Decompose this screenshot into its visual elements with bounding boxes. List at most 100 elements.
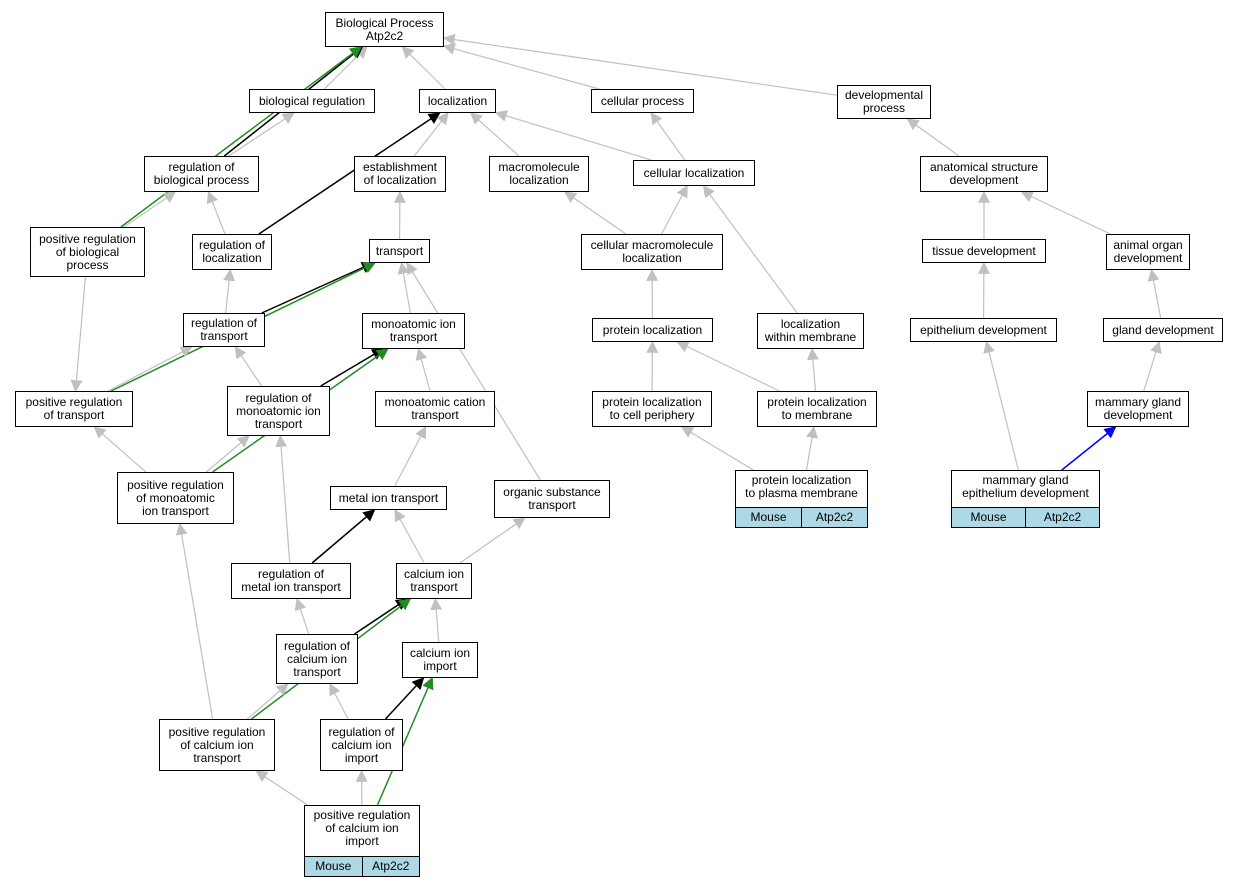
term-label-line: of localization	[363, 173, 437, 187]
edge-posregcatrans-to-posregmono-is-a	[175, 522, 214, 720]
term-label-line: positive regulation	[313, 808, 411, 822]
term-label-line: calcium ion	[403, 567, 465, 581]
term-label-line: import	[344, 750, 379, 765]
term-label-line: development	[949, 173, 1019, 187]
term-label-line: transport	[254, 416, 303, 431]
term-node-metaltrans[interactable]: metal ion transport	[330, 486, 447, 510]
edge-regmetal-to-metaltrans-regulates	[311, 509, 376, 564]
term-node-bioreg[interactable]: biological regulation	[249, 89, 375, 113]
term-label-line: transport	[375, 243, 424, 258]
term-label-line: animal organ	[1113, 238, 1183, 252]
edge-regmono-to-monotrans-regulates	[320, 348, 385, 387]
edge-protlocmem-to-protloc-is-a	[676, 341, 780, 392]
edge-regloc-to-regbp-is-a	[206, 190, 226, 235]
term-label-line: development	[1113, 251, 1183, 265]
edge-regcatrans-to-catrans-regulates	[354, 598, 408, 635]
term-label-line: establishment	[362, 160, 438, 174]
term-node-cellproc[interactable]: cellular process	[591, 89, 694, 113]
edge-protlocpm-to-protlocmem-is-a	[805, 425, 818, 471]
term-label-line: biological process	[153, 173, 250, 187]
edge-catrans-to-metaltrans-is-a	[394, 508, 425, 564]
term-label-line: transport	[411, 408, 459, 422]
term-label-line: positive regulation	[25, 395, 123, 409]
term-label-line: biological regulation	[258, 93, 366, 108]
term-label-line: protein localization	[602, 322, 703, 337]
term-label-line: localization	[427, 93, 488, 108]
term-label-line: cellular localization	[643, 165, 745, 180]
term-node-glanddev[interactable]: gland development	[1103, 318, 1223, 342]
edge-devproc-to-bp-is-a	[442, 33, 838, 96]
term-node-protloc[interactable]: protein localization	[592, 318, 713, 342]
edge-regcatrans-to-regmetal-is-a	[294, 597, 310, 635]
term-label-line: positive regulation	[39, 231, 136, 246]
term-node-transport[interactable]: transport	[369, 239, 430, 263]
term-node-epidev[interactable]: epithelium development	[910, 318, 1057, 342]
term-label-line: within membrane	[764, 330, 857, 344]
term-label-line: metal ion transport	[241, 580, 341, 594]
term-label-line: transport	[200, 329, 248, 343]
term-label-line: regulation of	[168, 160, 235, 174]
term-label-line: localization	[202, 251, 262, 265]
term-label-line: Atp2c2	[365, 28, 404, 43]
term-label-line: protein localization	[767, 395, 867, 409]
term-label-line: epithelium development	[920, 322, 1047, 337]
edge-posregmono-to-posregtrans-is-a	[93, 426, 147, 473]
edge-posregcatrans-to-regcatrans-is-a	[246, 683, 289, 720]
edge-bioreg-to-bp-is-a	[323, 46, 368, 90]
term-label-line: of transport	[43, 408, 105, 422]
edge-catrans-to-orgsub-is-a	[459, 517, 526, 564]
term-node-cellloc[interactable]: cellular localization	[633, 160, 755, 186]
term-label-line: process	[862, 101, 906, 115]
term-label-line: regulation of	[190, 316, 258, 330]
term-label-line: anatomical structure	[929, 160, 1039, 174]
edge-mamepi-to-epidev-is-a	[983, 340, 1019, 471]
edge-cellloc-to-cellproc-is-a	[650, 112, 686, 161]
term-label-line: positive regulation	[127, 477, 224, 492]
term-label-line: cellular process	[600, 93, 685, 108]
term-label-line: tissue development	[932, 243, 1036, 258]
term-node-tissuedev[interactable]: tissue development	[922, 239, 1046, 263]
term-label-line: epithelium development	[962, 486, 1089, 500]
edge-regmetal-to-regmono-is-a	[275, 434, 291, 564]
annotation-gene: Atp2c2	[801, 508, 867, 527]
edge-metaltrans-to-monocat-is-a	[394, 425, 427, 487]
term-label-line: of calcium ion	[325, 821, 399, 835]
term-node-loc[interactable]: localization	[419, 89, 496, 113]
term-label-line: transport	[389, 330, 438, 344]
edge-anatdev-to-devproc-is-a	[906, 118, 960, 157]
term-label-line: of monoatomic	[136, 490, 215, 505]
edge-regloc-to-loc-regulates	[258, 112, 441, 235]
